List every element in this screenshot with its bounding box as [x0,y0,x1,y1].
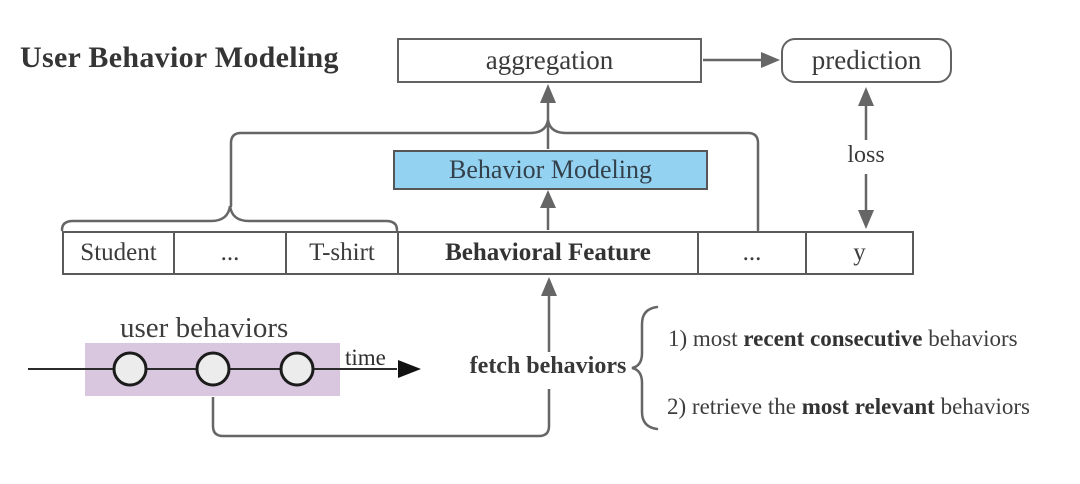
modeling-to-aggregation-arrowhead-icon [540,84,556,103]
note-2-prefix: 2) retrieve the [667,394,802,419]
behavior-modeling-label: Behavior Modeling [449,155,652,184]
fetch-strategy-note-2: 2) retrieve the most relevant behaviors [667,394,1030,420]
time-arrowhead-icon [398,360,421,378]
note-1-prefix: 1) most [668,326,744,351]
behavior-node-circle [112,351,148,387]
aggregation-node: aggregation [397,38,702,83]
loss-label: loss [847,142,885,168]
aggregation-label: aggregation [485,45,614,75]
note-2-suffix: behaviors [934,394,1030,419]
user-behaviors-label: user behaviors [120,312,289,344]
loss-arrowhead-down-icon [858,210,874,229]
behavior-node-circle [279,351,315,387]
feature-row: Student ... T-shirt Behavioral Feature .… [62,231,914,275]
profile-features-brace [60,205,399,232]
fetch-strategies-brace-icon [631,305,659,431]
loss-arrowhead-up-icon [858,87,874,106]
row-to-modeling-arrowhead-icon [540,190,556,208]
page-title: User Behavior Modeling [20,41,339,74]
feature-cell-tshirt: T-shirt [287,233,399,273]
feature-cell-ellipsis-left: ... [175,233,287,273]
note-1-suffix: behaviors [922,326,1018,351]
note-2-bold: most relevant [801,394,935,419]
aggregation-input-brace [229,119,760,232]
fetch-to-row-arrowhead-icon [541,277,557,296]
prediction-node: prediction [781,38,952,83]
note-1-bold: recent consecutive [743,326,923,351]
prediction-label: prediction [811,45,922,75]
behavior-node-circle [195,351,231,387]
fetch-strategy-note-1: 1) most recent consecutive behaviors [668,326,1018,352]
feature-cell-behavioral-feature: Behavioral Feature [399,233,699,273]
feature-cell-student: Student [64,233,175,273]
feature-cell-label-y: y [807,233,912,273]
behavior-modeling-node: Behavior Modeling [393,150,708,190]
fetch-behaviors-label: fetch behaviors [469,353,627,379]
time-axis-label: time [345,345,386,370]
fetch-connector-line [211,389,551,438]
feature-cell-ellipsis-right: ... [699,233,807,273]
aggregation-to-prediction-arrowhead-icon [761,52,780,68]
